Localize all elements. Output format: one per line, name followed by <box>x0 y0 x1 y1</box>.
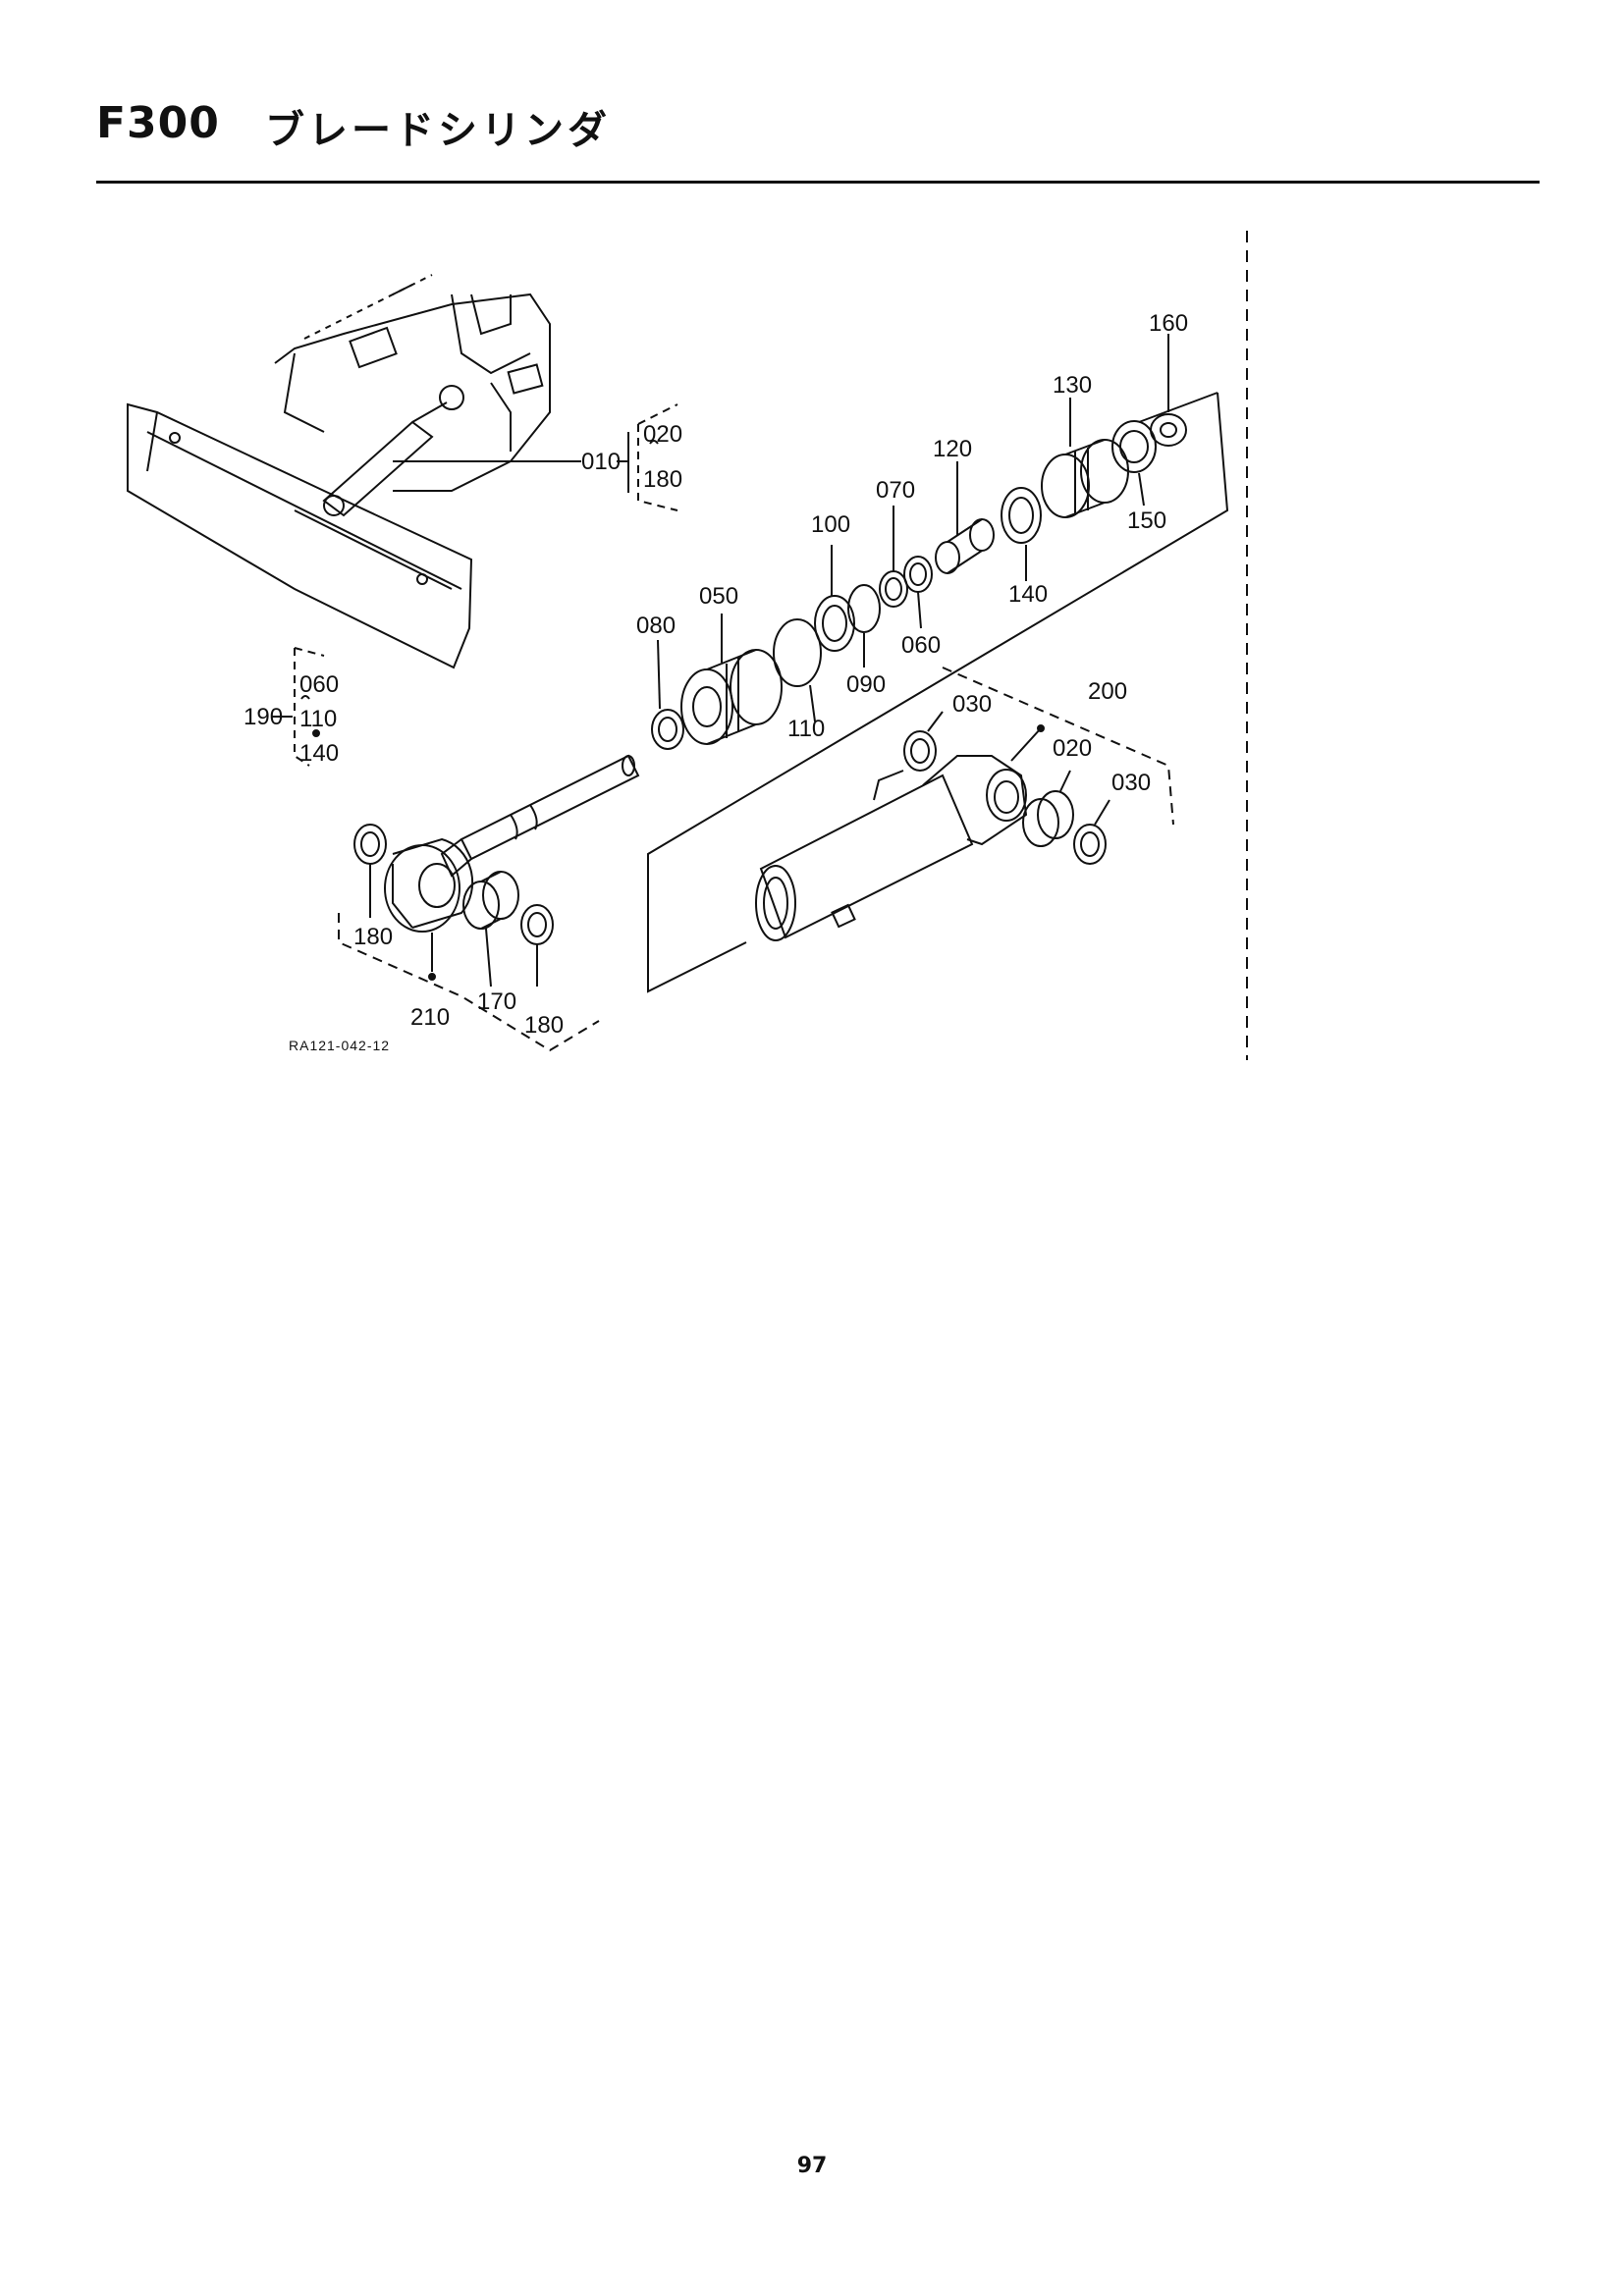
drawing-number: RA121-042-12 <box>289 1038 390 1053</box>
callout-150: 150 <box>1127 507 1166 534</box>
part-050-gland <box>680 614 783 745</box>
callout-140-left: 140 <box>299 740 339 767</box>
callout-180-left: 180 <box>353 924 393 950</box>
callout-190: 190 <box>244 704 283 730</box>
callout-020-top: 020 <box>643 421 682 448</box>
page-number: 97 <box>796 2154 828 2178</box>
part-020-bushing <box>1022 770 1074 847</box>
part-170-bushing <box>462 871 519 988</box>
part-200-cylinder-tube <box>755 724 1045 941</box>
callout-090: 090 <box>846 671 886 698</box>
part-180-ring-bottom <box>520 904 554 987</box>
section-title: ブレードシリンダ <box>265 108 611 153</box>
callout-180-bottom: 180 <box>524 1012 564 1039</box>
part-140-ring <box>1001 487 1042 581</box>
callout-110-mid: 110 <box>787 716 825 742</box>
callout-170: 170 <box>477 988 516 1015</box>
callout-010: 010 <box>581 449 621 475</box>
part-180-ring-left <box>353 824 387 918</box>
part-080-seal <box>651 639 684 750</box>
part-030-ring-top <box>903 711 944 772</box>
diagram-svg <box>127 231 1248 1060</box>
part-060-ring <box>903 556 933 629</box>
callout-080: 080 <box>636 613 676 639</box>
callout-130: 130 <box>1053 372 1092 399</box>
section-code: F300 <box>96 98 220 148</box>
part-120-sleeve <box>935 461 995 574</box>
callout-120: 120 <box>933 436 972 462</box>
callout-030-top: 030 <box>952 691 992 718</box>
part-030-ring-right <box>1073 799 1110 865</box>
enclosure-lower-left <box>338 913 600 1052</box>
bracket-010 <box>637 424 678 511</box>
callout-050: 050 <box>699 583 738 610</box>
callout-110-left: 110 <box>299 706 337 732</box>
part-150-ring <box>1111 420 1157 507</box>
part-100-ring <box>814 545 855 652</box>
callout-140-right: 140 <box>1008 581 1048 608</box>
part-130-piston <box>1041 398 1129 518</box>
header-rule <box>96 181 1540 184</box>
callout-180-top: 180 <box>643 466 682 493</box>
piston-rod <box>440 754 640 878</box>
part-070-ring <box>879 506 908 608</box>
exploded-parts-diagram: 160 130 120 070 100 150 140 050 080 060 … <box>0 0 1624 1080</box>
callout-060-left: 060 <box>299 671 339 698</box>
callout-030-right: 030 <box>1111 770 1151 796</box>
callout-060-mid: 060 <box>901 632 941 659</box>
diagram-labels: 160 130 120 070 100 150 140 050 080 060 … <box>244 310 1188 1053</box>
page-header: F300 ブレードシリンダ <box>96 98 1540 187</box>
callout-160: 160 <box>1149 310 1188 337</box>
callout-100: 100 <box>811 511 850 538</box>
part-210-rod-eye <box>384 837 474 981</box>
callout-200: 200 <box>1088 678 1127 705</box>
callout-210: 210 <box>410 1004 450 1031</box>
callout-070: 070 <box>876 477 915 504</box>
enclosure-right <box>942 667 1174 826</box>
part-090-oring <box>847 584 881 667</box>
part-110-oring <box>773 618 822 722</box>
callout-020-right: 020 <box>1053 735 1092 762</box>
